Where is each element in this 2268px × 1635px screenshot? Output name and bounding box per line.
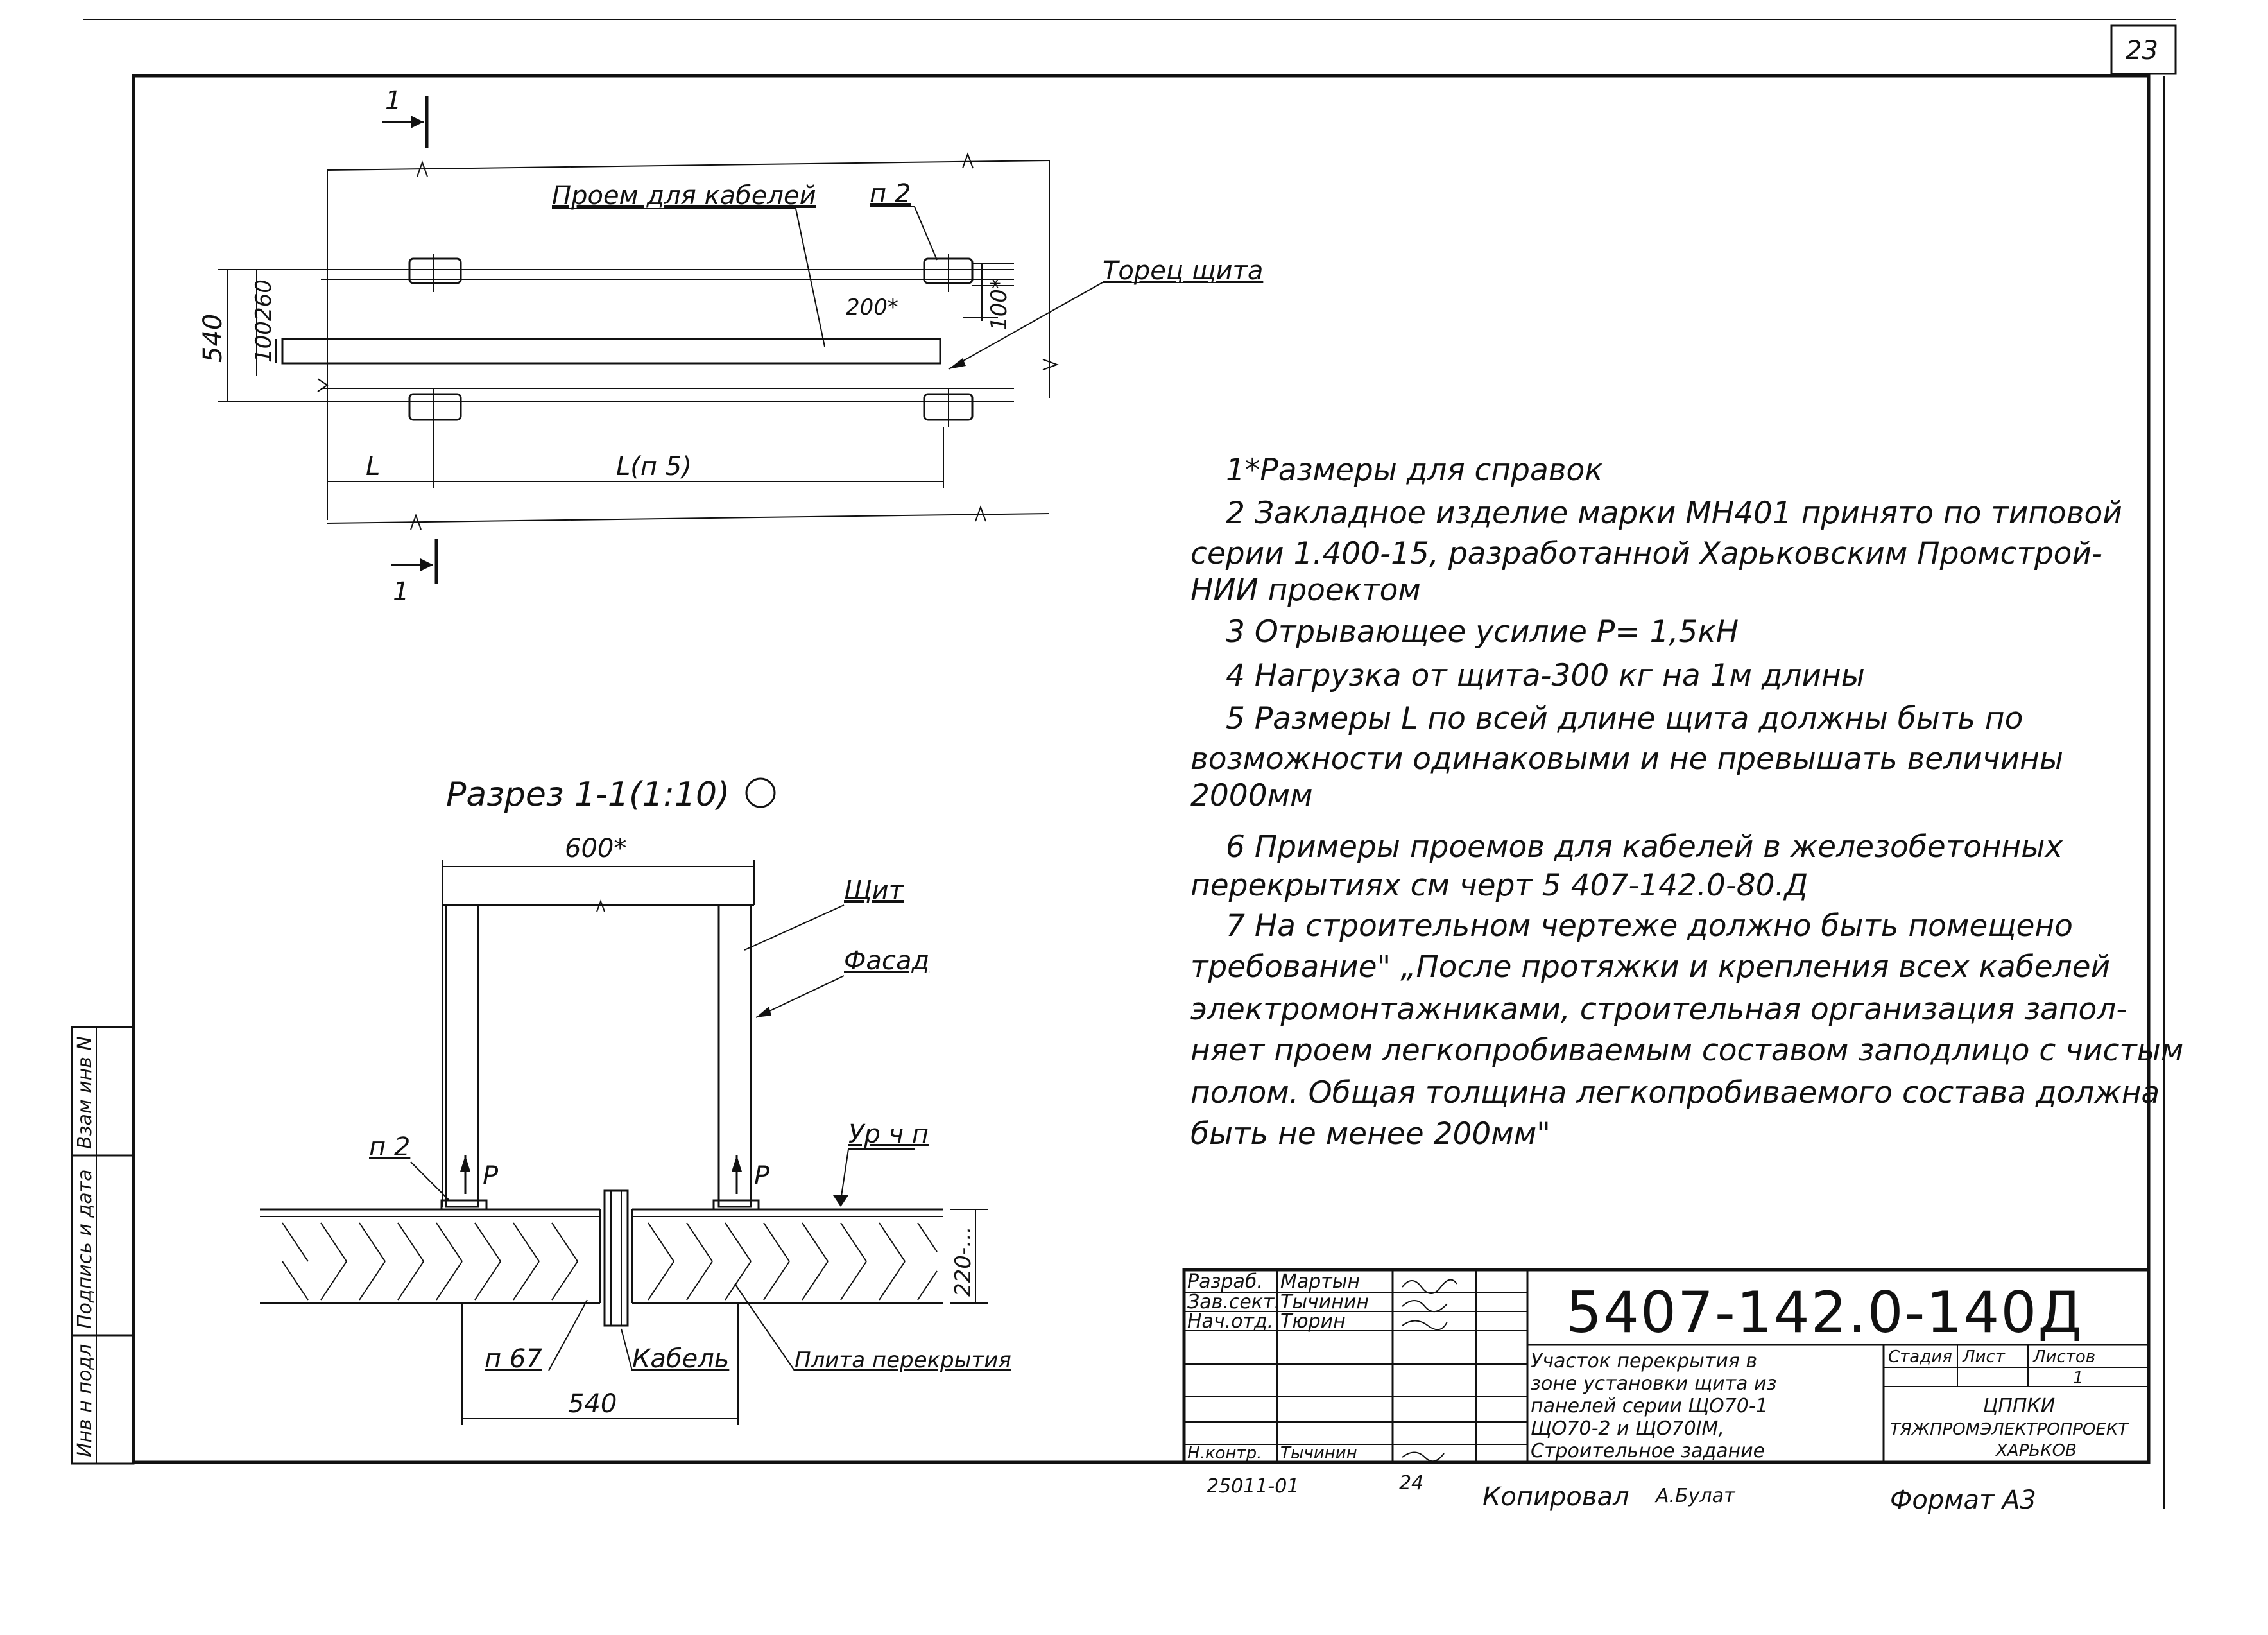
tb-stage-header: Стадия [1888, 1347, 1952, 1367]
format-label: Формат А3 [1890, 1485, 2036, 1515]
note-line: няет проем легкопробиваемым составом зап… [1190, 1033, 2183, 1068]
tb-role: Нач.отд. [1187, 1310, 1273, 1333]
tb-sheets-header: Листов [2032, 1347, 2095, 1367]
section-dim-600: 600* [565, 834, 626, 863]
tb-role: Разраб. [1187, 1270, 1263, 1293]
cable-opening [281, 338, 941, 365]
slab-label: Плита перекрытия [795, 1347, 1011, 1373]
tb-org-line: ХАРЬКОВ [1995, 1441, 2077, 1460]
side-stamp: Инв н подл Подпись и дата Взам инв N [71, 1026, 135, 1465]
plan-dim-200: 200* [846, 295, 898, 320]
tb-org-line: ТЯЖПРОМЭЛЕКТРОПРОЕКТ [1890, 1420, 2129, 1439]
opening-label: Проем для кабелей [552, 181, 816, 211]
doc-number: 5407-142.0-140Д [1566, 1279, 2083, 1345]
page-number: 23 [2126, 36, 2158, 65]
floor-slab [260, 1189, 943, 1327]
shield-end-label: Торец щита [1103, 256, 1263, 286]
note-line: 4 Нагрузка от щита-300 кг на 1м длины [1226, 658, 1865, 693]
note-line: НИИ проектом [1190, 573, 1421, 608]
cable-label: Кабель [632, 1344, 729, 1374]
tb-control-role: Н.контр. [1187, 1444, 1262, 1463]
plan-dim-L: L [366, 452, 380, 481]
note-line: 2 Закладное изделие марки МН401 принято … [1226, 496, 2122, 531]
inventory-number: 25011-01 [1207, 1475, 1299, 1498]
section-dim-540: 540 [568, 1389, 617, 1419]
floor-level-label: Ур ч п [848, 1120, 929, 1149]
note-line: 3 Отрывающее усилие P= 1,5кН [1226, 614, 1739, 650]
load-label-left: P [483, 1161, 499, 1191]
shield-post-left [445, 904, 479, 1208]
facade-label: Фасад [844, 946, 929, 976]
part-label-n2-section: п 2 [369, 1132, 410, 1162]
drawing-frame [132, 74, 2151, 1464]
side-stamp-sign-label: Подпись и дата [74, 1170, 96, 1329]
note-line: серии 1.400-15, разработанной Харьковски… [1190, 536, 2102, 571]
copied-signature: А.Булат [1654, 1485, 1736, 1507]
tb-org-line: ЦППКИ [1983, 1395, 2055, 1417]
tb-name: Мартын [1280, 1270, 1360, 1293]
tb-control-name: Тычинин [1280, 1444, 1357, 1463]
signature-mark [1402, 1300, 1448, 1312]
shield-post-right [717, 904, 752, 1208]
plan-dim-540: 540 [198, 314, 228, 363]
tb-title-line: ЩО70-2 и ЩО70IM, [1531, 1417, 1724, 1440]
embedded-plate [408, 257, 462, 284]
shield-label: Щит [844, 876, 905, 905]
signature-mark [1402, 1320, 1448, 1331]
plan-dim-Ln5: L(п 5) [616, 452, 692, 481]
tb-sheet-header: Лист [1962, 1347, 2006, 1367]
note-line: быть не менее 200мм" [1190, 1116, 1551, 1152]
embedded-plate [408, 393, 462, 421]
side-stamp-replace-label: Взам инв N [74, 1036, 96, 1149]
plan-dim-100-star: 100* [986, 278, 1012, 331]
note-line: 2000мм [1190, 778, 1313, 813]
tb-role: Зав.сект. [1187, 1291, 1280, 1313]
slab-thickness-dim: 220-... [950, 1226, 976, 1297]
part-label-n2: п 2 [870, 179, 911, 209]
page-number-box [2110, 24, 2177, 75]
inventory-sheet: 24 [1399, 1472, 1423, 1494]
note-line: 7 На строительном чертеже должно быть по… [1226, 908, 2073, 944]
plan-view: 1 1 540 100 [198, 86, 1263, 607]
note-line: перекрытиях см черт 5 407-142.0-80.Д [1190, 868, 1808, 903]
signature-mark [1402, 1451, 1445, 1462]
tb-title-line: Участок перекрытия в [1531, 1350, 1757, 1372]
plan-dim-260: 260 [251, 279, 277, 321]
title-block: Разраб. Зав.сект. Нач.отд. Мартын Тычини… [1182, 1268, 2151, 1464]
note-line: полом. Общая толщина легкопробиваемого с… [1190, 1075, 2160, 1111]
cable-pipe [603, 1189, 629, 1327]
note-line: электромонтажниками, строительная органи… [1190, 992, 2127, 1027]
section-title-circle [745, 777, 776, 808]
note-line: требование" „После протяжки и крепления … [1190, 949, 2110, 985]
note-line: 1*Размеры для справок [1226, 453, 1603, 488]
tb-sheets-value: 1 [2073, 1369, 2084, 1388]
copied-label: Копировал [1482, 1482, 1629, 1512]
tb-name: Тюрин [1280, 1310, 1346, 1333]
tb-title-line: Строительное задание [1531, 1440, 1765, 1462]
notes-block: 1*Размеры для справок 2 Закладное издели… [1190, 453, 2183, 1152]
side-stamp-inv-label: Инв н подл [74, 1344, 96, 1457]
tb-title-line: панелей серии ЩО70-1 [1531, 1395, 1768, 1417]
tb-title-line: зоне установки щита из [1531, 1372, 1776, 1395]
section-title: Разрез 1-1(1:10) [446, 775, 730, 814]
plan-dim-100: 100 [251, 321, 277, 363]
signature-mark [1402, 1279, 1457, 1294]
tb-name: Тычинин [1280, 1291, 1369, 1313]
note-line: 5 Размеры L по всей длине щита должны бы… [1226, 701, 2023, 736]
section-view: Разрез 1-1(1:10) 600* Щит Фасад P P п 2 … [260, 775, 1011, 1425]
anchor-plate-left [440, 1199, 488, 1211]
part-label-n67: п 67 [485, 1344, 542, 1374]
note-line: 6 Примеры проемов для кабелей в железобе… [1226, 829, 2063, 865]
section-mark-bottom: 1 [393, 577, 409, 607]
load-label-right: P [754, 1161, 770, 1191]
note-line: возможности одинаковыми и не превышать в… [1190, 741, 2063, 777]
section-mark-top: 1 [385, 86, 401, 116]
